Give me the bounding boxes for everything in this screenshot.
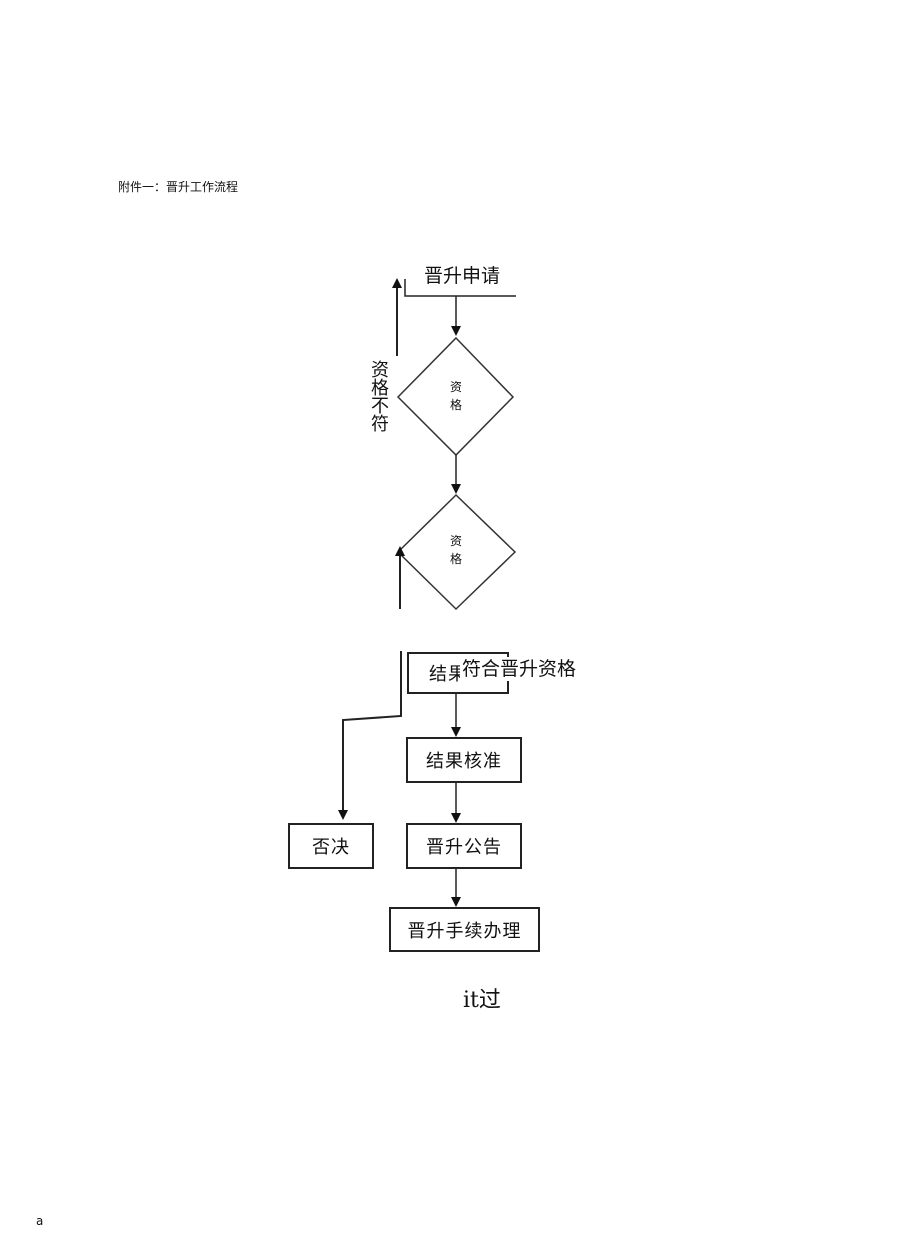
start-bracket [404, 279, 516, 297]
procedure-box: 晋升手续办理 [389, 907, 540, 952]
announce-box: 晋升公告 [406, 823, 522, 869]
pass-label: 符合晋升资格 [460, 657, 579, 681]
reject-side-label: 资格不符 [371, 360, 389, 435]
result-box-label: 结果 [429, 664, 467, 685]
diamond-1-label: 资格 [449, 380, 462, 412]
approve-box: 结果核准 [406, 737, 522, 783]
bottom-text: it过 [463, 988, 501, 1013]
decision-diamond-2 [396, 493, 517, 611]
reject-path [338, 651, 402, 820]
start-label: 晋升申请 [424, 265, 501, 287]
diamond-2-label: 资格 [449, 534, 462, 566]
corner-text: a [36, 1214, 44, 1228]
attachment-title: 附件一：晋升工作流程 [118, 180, 239, 194]
reject-box: 否决 [288, 823, 374, 869]
